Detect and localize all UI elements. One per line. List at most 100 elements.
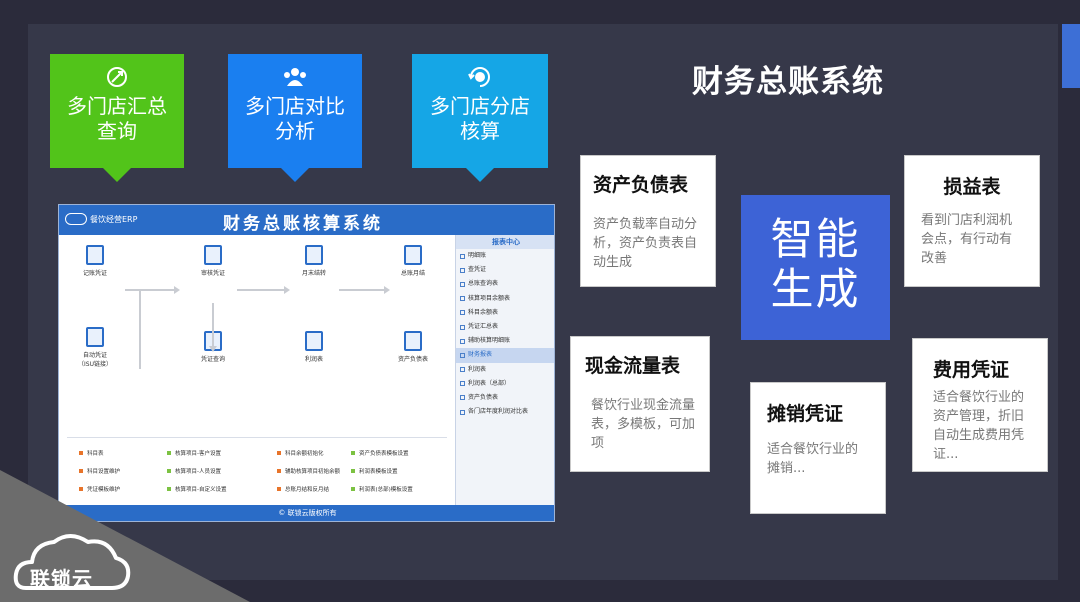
balance-sheet-icon bbox=[404, 331, 422, 351]
feature-label: 多门店对比 分析 bbox=[245, 94, 345, 143]
flow-node-label: 自动凭证 （ISU链接） bbox=[78, 352, 112, 368]
sidebar-item[interactable]: 核算项目余额表 bbox=[456, 292, 554, 306]
card-income-statement: 损益表 看到门店利润机会点，有行动有改善 bbox=[904, 155, 1040, 287]
flow-arrow bbox=[125, 286, 180, 294]
bullet-icon bbox=[351, 469, 355, 473]
sidebar-item[interactable]: 总账查询表 bbox=[456, 277, 554, 291]
flow-node-label: 总账月结 bbox=[400, 270, 425, 277]
link-item[interactable]: 资产负债表模板设置 bbox=[351, 449, 409, 457]
sidebar-item[interactable]: 科目余额表 bbox=[456, 306, 554, 320]
sidebar-item-label: 财务报表 bbox=[468, 351, 493, 359]
flow-connector bbox=[139, 289, 141, 369]
bullet-icon bbox=[277, 469, 281, 473]
flow-node-voucher-entry[interactable]: 记账凭证 bbox=[73, 245, 117, 277]
sidebar-item[interactable]: 明细账 bbox=[456, 249, 554, 263]
link-label: 利润表(总部)模板设置 bbox=[359, 487, 413, 493]
chart-icon bbox=[305, 331, 323, 351]
link-label: 利润表模板设置 bbox=[359, 469, 398, 475]
checkbox-icon bbox=[460, 409, 465, 415]
sidebar-item[interactable]: 资产负债表 bbox=[456, 391, 554, 405]
bullet-icon bbox=[79, 469, 83, 473]
checkbox-icon bbox=[460, 324, 465, 330]
card-title: 资产负债表 bbox=[593, 174, 689, 196]
card-desc: 餐饮行业现金流量表，多模板，可加项 bbox=[591, 398, 696, 451]
ledger-icon bbox=[404, 245, 422, 265]
bullet-icon bbox=[277, 487, 281, 491]
erp-logo-text: 餐饮经营ERP bbox=[90, 214, 138, 224]
flow-node-month-end[interactable]: 月末结转 bbox=[292, 245, 336, 277]
folder-icon bbox=[460, 352, 465, 358]
sidebar-item[interactable]: 辅助核算明细账 bbox=[456, 334, 554, 348]
accent-bar bbox=[1062, 24, 1080, 88]
transfer-icon bbox=[305, 245, 323, 265]
link-label: 科目表 bbox=[87, 451, 104, 457]
link-item[interactable]: 核算项目-自定义设置 bbox=[167, 485, 227, 493]
link-label: 科目余额初始化 bbox=[285, 451, 324, 457]
flow-arrow-down bbox=[209, 303, 217, 352]
people-group-icon bbox=[284, 68, 306, 86]
link-item[interactable]: 辅助核算项目初始余额 bbox=[277, 467, 340, 475]
smart-line: 生成 bbox=[770, 265, 861, 315]
link-item[interactable]: 利润表模板设置 bbox=[351, 467, 398, 475]
bullet-icon bbox=[79, 451, 83, 455]
sidebar-item[interactable]: 凭证汇总表 bbox=[456, 320, 554, 334]
link-item[interactable]: 凭证模板维护 bbox=[79, 485, 120, 493]
card-desc: 适合餐饮行业的摊销... bbox=[767, 442, 859, 476]
smart-line: 智能 bbox=[770, 215, 861, 265]
flow-node-label: 利润表 bbox=[304, 356, 323, 363]
sidebar-item-financial-reports[interactable]: 财务报表 bbox=[456, 348, 554, 363]
smart-generate-badge: 智能 生成 bbox=[741, 195, 890, 340]
feature-branch-accounting: 多门店分店 核算 bbox=[412, 54, 548, 182]
erp-logo: 餐饮经营ERP bbox=[65, 213, 137, 225]
bullet-icon bbox=[351, 451, 355, 455]
sidebar-item-label: 查凭证 bbox=[468, 266, 487, 274]
document-icon bbox=[86, 245, 104, 265]
edit-icon bbox=[204, 245, 222, 265]
erp-divider bbox=[67, 437, 447, 438]
sidebar-item-label: 明细账 bbox=[468, 252, 487, 259]
sidebar-item-label: 利润表（总部） bbox=[468, 379, 511, 387]
bullet-icon bbox=[167, 469, 171, 473]
flow-node-label: 凭证查询 bbox=[200, 356, 225, 363]
sidebar-item[interactable]: 查凭证 bbox=[456, 263, 554, 277]
link-item[interactable]: 科目设置维护 bbox=[79, 467, 120, 475]
flow-node-auto-voucher[interactable]: 自动凭证 （ISU链接） bbox=[73, 327, 117, 368]
card-title: 摊销凭证 bbox=[767, 403, 844, 425]
flow-node-ledger-close[interactable]: 总账月结 bbox=[391, 245, 435, 277]
link-item[interactable]: 利润表(总部)模板设置 bbox=[351, 485, 413, 493]
feature-multi-store-compare: 多门店对比 分析 bbox=[228, 54, 362, 182]
card-desc: 资产负载率自动分析，资产负责表自动生成 bbox=[593, 217, 698, 270]
erp-footer: © 联锁云版权所有 bbox=[59, 505, 554, 521]
flow-node-audit[interactable]: 审核凭证 bbox=[191, 245, 235, 277]
checkbox-icon bbox=[460, 267, 465, 273]
checkbox-icon bbox=[460, 296, 465, 302]
link-item[interactable]: 科目余额初始化 bbox=[277, 449, 324, 457]
bullet-icon bbox=[79, 487, 83, 491]
sidebar-item[interactable]: 各门店年度利润对比表 bbox=[456, 405, 554, 419]
checkbox-icon bbox=[460, 281, 465, 287]
monitor-icon bbox=[86, 327, 104, 347]
link-label: 凭证模板维护 bbox=[87, 487, 121, 493]
bullet-icon bbox=[167, 487, 171, 491]
sidebar-item[interactable]: 利润表（总部） bbox=[456, 377, 554, 391]
brand-logo-text: 联锁云 bbox=[30, 567, 93, 591]
link-label: 辅助核算项目初始余额 bbox=[285, 469, 341, 475]
link-item[interactable]: 核算项目-客户设置 bbox=[167, 449, 221, 457]
sidebar-item-label: 各门店年度利润对比表 bbox=[468, 408, 529, 416]
link-label: 总账月结和反月结 bbox=[285, 487, 330, 493]
flow-node-balance[interactable]: 资产负债表 bbox=[391, 331, 435, 363]
link-item[interactable]: 科目表 bbox=[79, 449, 104, 457]
sidebar-item-label: 科目余额表 bbox=[468, 308, 499, 316]
bullet-icon bbox=[167, 451, 171, 455]
card-title: 损益表 bbox=[943, 176, 1001, 198]
sidebar-item[interactable]: 利润表 bbox=[456, 363, 554, 377]
link-item[interactable]: 核算项目-人员设置 bbox=[167, 467, 221, 475]
flow-arrow bbox=[237, 286, 290, 294]
bullet-icon bbox=[351, 487, 355, 491]
link-item[interactable]: 总账月结和反月结 bbox=[277, 485, 329, 493]
flow-node-profit[interactable]: 利润表 bbox=[292, 331, 336, 363]
cloud-logo-icon bbox=[13, 534, 131, 590]
report-center-title: 报表中心 bbox=[456, 235, 554, 249]
flow-arrow bbox=[339, 286, 390, 294]
card-amortization: 摊销凭证 适合餐饮行业的摊销... bbox=[750, 382, 886, 514]
